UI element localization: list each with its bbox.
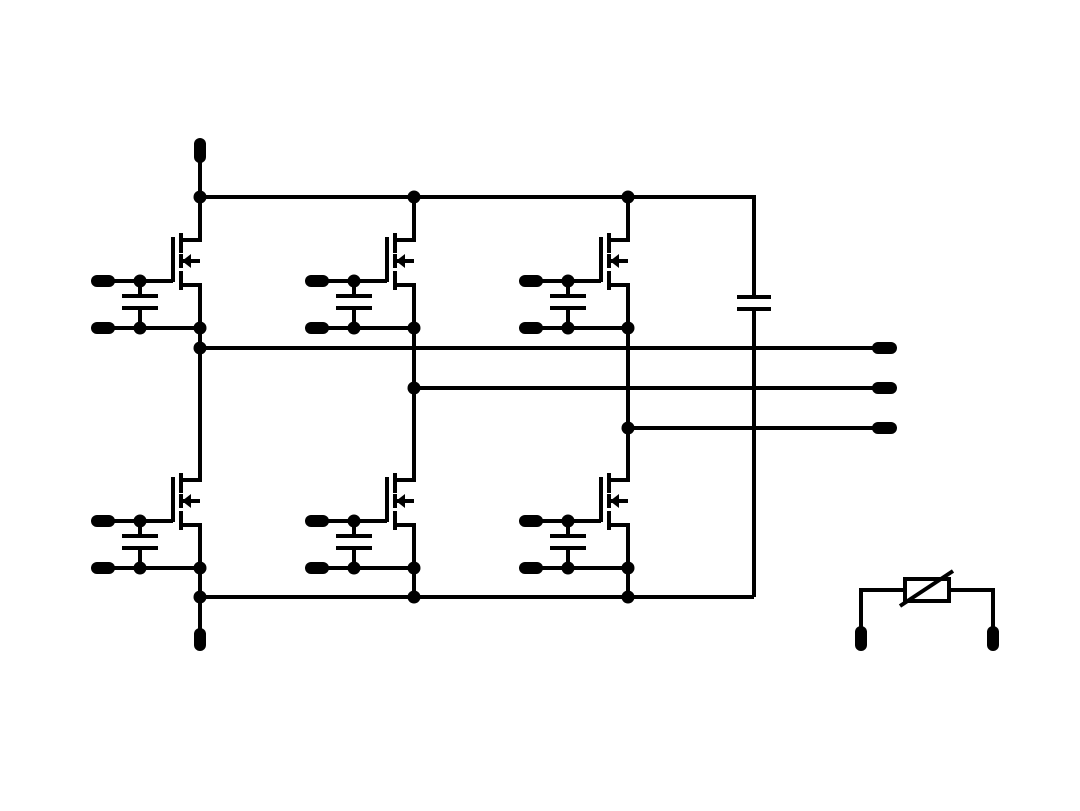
- terminals: [91, 138, 999, 651]
- mosfet-arrow: [396, 254, 405, 268]
- mosfet-arrow: [610, 494, 619, 508]
- junction-dots: [133, 190, 635, 604]
- mosfet-drain-lead: [181, 197, 202, 242]
- mosfet-drain-lead: [609, 197, 630, 242]
- junction-dot: [621, 321, 635, 335]
- mosfet-cell: [100, 437, 202, 570]
- junction-dot: [193, 341, 207, 355]
- mosfet-source-lead: [181, 523, 202, 568]
- junction-dot: [347, 321, 361, 335]
- junction-dot: [133, 274, 147, 288]
- mosfet-drain-lead: [395, 197, 416, 242]
- junction-dot: [193, 321, 207, 335]
- mosfet-arrow: [182, 254, 191, 268]
- junction-dot: [561, 514, 575, 528]
- mosfet-cell: [100, 197, 202, 330]
- junction-dot: [621, 590, 635, 604]
- mosfet-source-lead: [609, 523, 630, 568]
- thermistor-body: [903, 577, 951, 603]
- top-bus: [200, 195, 756, 296]
- junction-dot: [193, 561, 207, 575]
- mosfet-cell: [528, 437, 630, 570]
- junction-dot: [407, 190, 421, 204]
- mosfet-arrow: [396, 494, 405, 508]
- junction-dot: [133, 561, 147, 575]
- mosfet-arrow: [610, 254, 619, 268]
- mosfet-cell: [528, 197, 630, 330]
- mosfet-drain-lead: [395, 437, 416, 482]
- junction-dot: [347, 274, 361, 288]
- junction-dot: [407, 321, 421, 335]
- junction-dot: [561, 274, 575, 288]
- junction-dot: [407, 590, 421, 604]
- junction-dot: [561, 561, 575, 575]
- junction-dot: [621, 561, 635, 575]
- junction-dot: [621, 190, 635, 204]
- mosfet-cell: [314, 437, 416, 570]
- junction-dot: [347, 514, 361, 528]
- junction-dot: [561, 321, 575, 335]
- thermistor-lead-right: [949, 588, 995, 640]
- junction-dot: [407, 381, 421, 395]
- mosfet-source-lead: [395, 283, 416, 328]
- junction-dot: [133, 321, 147, 335]
- junction-dot: [407, 561, 421, 575]
- misc-components: [737, 295, 955, 608]
- mosfet-source-lead: [181, 283, 202, 328]
- thermistor-slash: [898, 569, 955, 608]
- junction-dot: [133, 514, 147, 528]
- mosfet-source-lead: [395, 523, 416, 568]
- junction-dot: [193, 190, 207, 204]
- mosfet-drain-lead: [181, 437, 202, 482]
- mosfet-source-lead: [609, 283, 630, 328]
- mosfet-cell: [314, 197, 416, 330]
- mosfet-arrow: [182, 494, 191, 508]
- junction-dot: [193, 590, 207, 604]
- thermistor-lead-left: [859, 588, 905, 640]
- half-bridge-cells: [100, 197, 630, 570]
- mosfet-drain-lead: [609, 437, 630, 482]
- junction-dot: [347, 561, 361, 575]
- junction-dot: [621, 421, 635, 435]
